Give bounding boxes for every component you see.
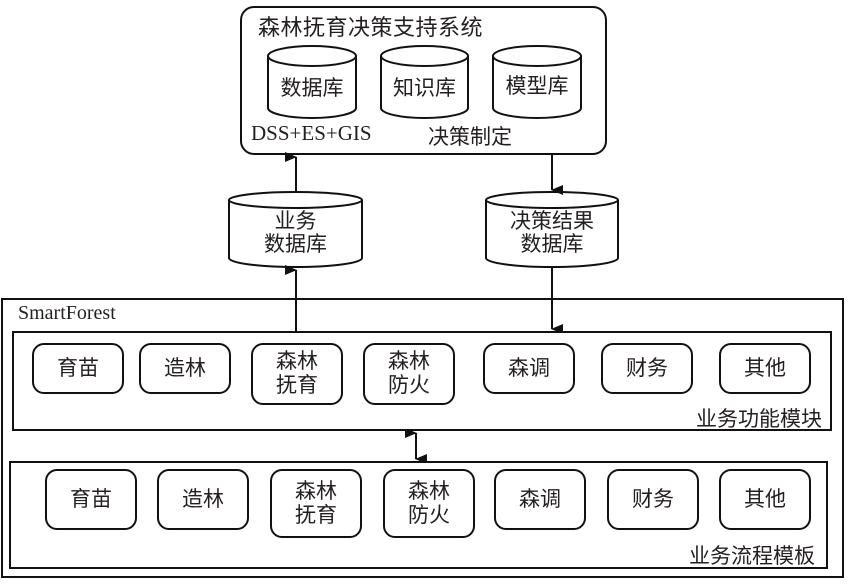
function-module-forest-tending[interactable]: 森林 抚育 xyxy=(251,343,343,405)
process-template-forest-tending[interactable]: 森林 抚育 xyxy=(270,469,362,538)
decision-result-db-label: 决策结果 数据库 xyxy=(510,209,594,256)
function-module-forest-survey[interactable]: 森调 xyxy=(483,343,575,394)
process-template-forest-survey[interactable]: 森调 xyxy=(494,469,586,530)
business-db-label: 业务 数据库 xyxy=(264,209,327,256)
function-module-afforestation[interactable]: 造林 xyxy=(139,343,231,394)
process-template-fire-prevention[interactable]: 森林 防火 xyxy=(383,469,475,538)
process-template-other[interactable]: 其他 xyxy=(719,469,811,530)
function-module-other[interactable]: 其他 xyxy=(719,343,811,394)
decision-making-label: 决策制定 xyxy=(428,125,512,149)
process-panel-label: 业务流程模板 xyxy=(689,544,815,568)
knowledge-base-label: 知识库 xyxy=(393,75,456,100)
dss-tech-label: DSS+ES+GIS xyxy=(251,121,372,145)
function-module-nursery[interactable]: 育苗 xyxy=(32,343,124,394)
process-template-afforestation[interactable]: 造林 xyxy=(157,469,249,530)
process-template-finance[interactable]: 财务 xyxy=(607,469,699,530)
function-panel-label: 业务功能模块 xyxy=(696,407,822,431)
model-base-label: 模型库 xyxy=(505,73,569,98)
smartforest-container xyxy=(1,298,844,578)
process-template-nursery[interactable]: 育苗 xyxy=(45,469,137,530)
function-module-fire-prevention[interactable]: 森林 防火 xyxy=(363,343,455,405)
database-label: 数据库 xyxy=(280,75,344,100)
dss-system-title: 森林抚育决策支持系统 xyxy=(258,16,484,41)
function-module-finance[interactable]: 财务 xyxy=(601,343,693,394)
smartforest-title: SmartForest xyxy=(18,302,116,324)
